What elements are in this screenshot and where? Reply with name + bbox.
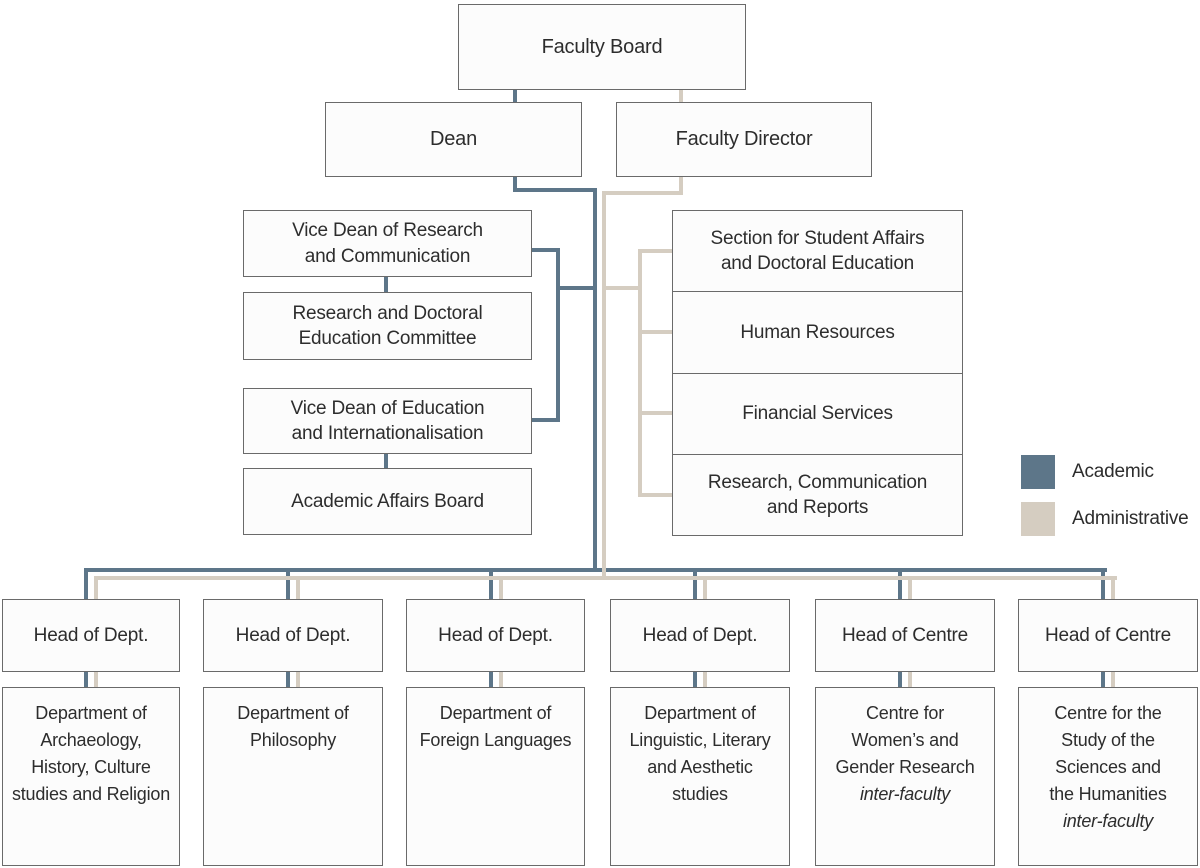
administrative-connector [94,671,98,688]
administrative-connector [703,576,707,601]
node-head-of-dept-4: Head of Dept. [610,599,790,672]
node-vice-dean-research-communication: Vice Dean of Research and Communication [243,210,532,277]
node-dean: Dean [325,102,582,177]
academic-connector [84,568,1107,572]
administrative-connector [94,576,98,601]
node-head-of-centre-2: Head of Centre [1018,599,1198,672]
administrative-sections-stack: Section for Student Affairs and Doctoral… [672,210,963,536]
node-head-of-dept-1: Head of Dept. [2,599,180,672]
administrative-connector [94,576,1117,580]
node-vice-dean-education-internationalisation: Vice Dean of Education and International… [243,388,532,454]
node-dept-philosophy: Department of Philosophy [203,687,383,866]
academic-connector [489,671,493,688]
legend-label: Administrative [1072,508,1189,529]
academic-connector [286,671,290,688]
academic-connector [693,568,697,601]
administrative-connector [703,671,707,688]
node-head-of-dept-3: Head of Dept. [406,599,585,672]
unit-name: Department of Linguistic, Literary and A… [629,703,771,804]
academic-connector [593,188,597,572]
administrative-connector [638,411,674,415]
academic-connector [556,286,597,290]
administrative-connector [606,286,642,290]
academic-connector [898,671,902,688]
unit-name: Centre for Women’s and Gender Research [835,703,975,777]
node-research-doctoral-education-committee: Research and Doctoral Education Committe… [243,292,532,360]
node-academic-affairs-board: Academic Affairs Board [243,468,532,535]
administrative-connector [602,191,683,195]
academic-connector [489,568,493,601]
node-faculty-board: Faculty Board [458,4,746,90]
academic-connector [532,418,560,422]
administrative-connector [679,175,683,195]
academic-connector [513,175,517,192]
administrative-swatch [1021,502,1055,536]
administrative-connector [499,671,503,688]
unit-name: Department of Philosophy [237,703,349,750]
node-research-communication-reports: Research, Communication and Reports [707,471,928,518]
unit-note: inter-faculty [859,784,951,804]
administrative-connector [908,671,912,688]
academic-connector [513,86,517,104]
administrative-connector [679,86,683,104]
administrative-connector [499,576,503,601]
administrative-connector [638,493,674,497]
legend-item-administrative: Administrative [1021,502,1189,536]
node-head-of-dept-2: Head of Dept. [203,599,383,672]
node-centre-womens-gender-research: Centre for Women’s and Gender Research in… [815,687,995,866]
legend-item-academic: Academic [1021,455,1189,489]
academic-connector [898,568,902,601]
academic-connector [693,671,697,688]
administrative-connector [908,576,912,601]
academic-connector [384,452,388,470]
node-dept-archaeology-history-culture-religion: Department of Archaeology, History, Cult… [2,687,180,866]
academic-connector [513,188,597,192]
academic-connector [384,275,388,294]
node-human-resources: Human Resources [673,292,962,374]
administrative-connector [638,330,674,334]
unit-name: Centre for the Study of the Sciences and… [1049,703,1167,804]
unit-note: inter-faculty [1062,811,1154,831]
legend-label: Academic [1072,461,1154,482]
administrative-connector [638,249,674,253]
node-financial-services: Financial Services [673,374,962,455]
academic-swatch [1021,455,1055,489]
administrative-connector [296,576,300,601]
node-dept-linguistic-literary-aesthetic: Department of Linguistic, Literary and A… [610,687,790,866]
node-centre-study-sciences-humanities: Centre for the Study of the Sciences and… [1018,687,1198,866]
node-faculty-director: Faculty Director [616,102,872,177]
administrative-connector [602,191,606,580]
node-head-of-centre-1: Head of Centre [815,599,995,672]
unit-name: Department of Foreign Languages [419,703,572,750]
node-dept-foreign-languages: Department of Foreign Languages [406,687,585,866]
academic-connector [556,248,560,422]
academic-connector [286,568,290,601]
academic-connector [1101,568,1105,601]
academic-connector [532,248,560,252]
administrative-connector [1111,671,1115,688]
node-section-student-affairs: Section for Student Affairs and Doctoral… [673,211,962,293]
academic-connector [1101,671,1105,688]
administrative-connector [638,249,642,497]
academic-connector [84,568,88,601]
academic-connector [84,671,88,688]
legend: Academic Administrative [1021,455,1189,536]
administrative-connector [1111,576,1115,601]
administrative-connector [296,671,300,688]
unit-name: Department of Archaeology, History, Cult… [11,703,171,804]
